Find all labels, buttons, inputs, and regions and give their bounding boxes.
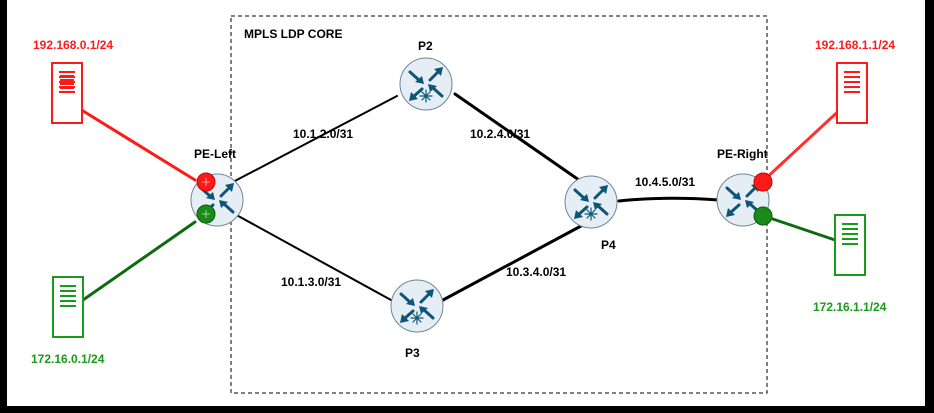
router-p4[interactable] <box>565 176 617 228</box>
router-label-p4: P4 <box>601 238 616 252</box>
link-right-red <box>761 104 846 183</box>
server-icon <box>844 71 860 93</box>
port-red-dot <box>753 172 773 192</box>
server-icon <box>59 71 75 93</box>
server-icon <box>842 223 858 245</box>
link-p4-pe-right <box>617 196 721 203</box>
link-right-green <box>762 214 837 242</box>
port-red-icon <box>202 178 210 186</box>
link-left-red <box>73 104 197 182</box>
link-p3-p4 <box>441 224 583 302</box>
link-p2-p4 <box>453 92 581 182</box>
link-label-p3-p4: 10.3.4.0/31 <box>506 265 566 279</box>
link-left-green <box>81 220 197 302</box>
link-label-pe-left-p2: 10.1.2.0/31 <box>293 127 353 141</box>
core-title: MPLS LDP CORE <box>244 27 342 41</box>
server-left-red[interactable] <box>51 62 83 124</box>
port-green-icon <box>202 210 210 218</box>
host-label-left-red: 192.168.0.1/24 <box>33 38 113 52</box>
host-label-right-red: 192.168.1.1/24 <box>815 38 895 52</box>
network-diagram: MPLS LDP CORE 10.1.2.0/31 10.1.3.0/31 10… <box>31 15 895 394</box>
core-boundary <box>230 15 768 394</box>
server-icon <box>60 285 76 307</box>
server-left-green[interactable] <box>52 276 84 338</box>
link-label-p4-pe-right: 10.4.5.0/31 <box>635 175 695 189</box>
router-pe-left[interactable] <box>189 172 245 228</box>
router-label-pe-left: PE-Left <box>194 147 236 161</box>
link-label-p2-p4: 10.2.4.0/31 <box>470 127 530 141</box>
router-pe-right[interactable] <box>715 172 773 228</box>
port-green-dot <box>753 206 773 226</box>
host-label-right-green: 172.16.1.1/24 <box>813 300 887 314</box>
router-label-p2: P2 <box>418 39 433 53</box>
router-p2[interactable] <box>400 58 452 110</box>
diagram-canvas: MPLS LDP CORE 10.1.2.0/31 10.1.3.0/31 10… <box>7 0 925 406</box>
link-label-pe-left-p3: 10.1.3.0/31 <box>281 275 341 289</box>
host-label-left-green: 172.16.0.1/24 <box>31 352 105 366</box>
router-label-pe-right: PE-Right <box>717 147 768 161</box>
link-pe-left-p2 <box>230 95 398 184</box>
server-right-green[interactable] <box>834 214 866 276</box>
link-pe-left-p3 <box>230 211 392 301</box>
server-right-red[interactable] <box>836 62 868 124</box>
router-p3[interactable] <box>391 280 443 332</box>
router-label-p3: P3 <box>405 346 420 360</box>
link-lines <box>73 92 846 302</box>
